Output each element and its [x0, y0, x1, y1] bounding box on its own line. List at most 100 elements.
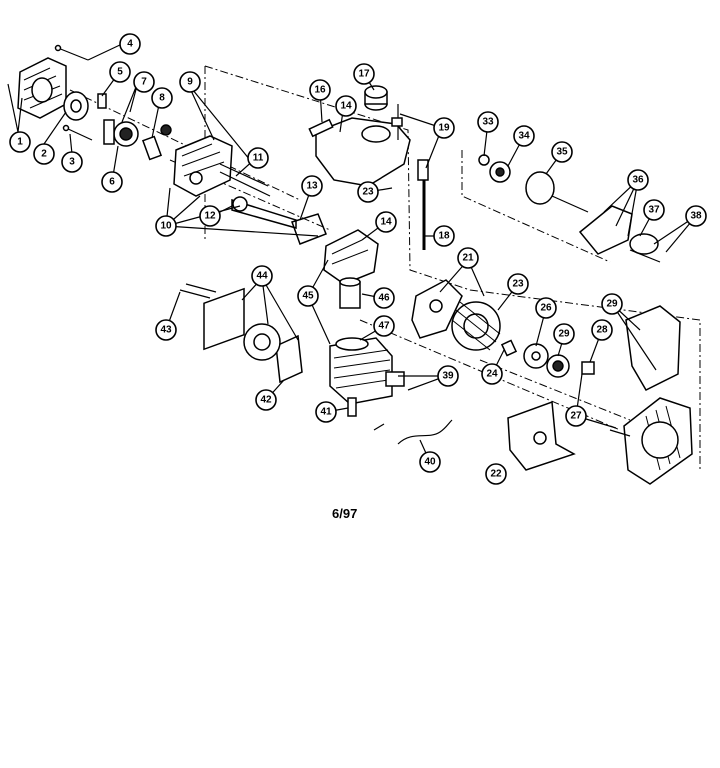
svg-text:36: 36: [632, 175, 644, 186]
page-code: 6/97: [332, 506, 358, 521]
part-clip: [308, 118, 334, 138]
callout-42: 42: [255, 389, 277, 411]
part-crankcase-cover: [17, 57, 67, 119]
part-recoil-cover: [625, 305, 681, 391]
svg-text:27: 27: [570, 411, 582, 422]
svg-text:16: 16: [314, 85, 326, 96]
svg-text:47: 47: [378, 321, 390, 332]
callout-16: 16: [309, 79, 331, 101]
svg-text:29: 29: [606, 299, 618, 310]
callout-35: 35: [551, 141, 573, 163]
svg-text:28: 28: [596, 325, 608, 336]
svg-text:43: 43: [160, 325, 172, 336]
callout-28: 28: [591, 319, 613, 341]
callout-44: 44: [251, 265, 273, 287]
svg-text:3: 3: [69, 157, 75, 168]
callout-9: 9: [179, 71, 201, 93]
callout-27: 27: [565, 405, 587, 427]
callout-38: 38: [685, 205, 707, 227]
svg-text:22: 22: [490, 469, 502, 480]
part-fuel-tank: [315, 117, 411, 187]
part-bearing: [63, 91, 89, 121]
callout-24: 24: [481, 363, 503, 385]
callout-7: 7: [133, 71, 155, 93]
callout-47: 47: [373, 315, 395, 337]
part-piston: [339, 277, 361, 309]
part-shroud: [507, 400, 576, 471]
svg-text:44: 44: [256, 271, 268, 282]
callout-23-lower: 23: [507, 273, 529, 295]
svg-text:9: 9: [187, 77, 193, 88]
svg-text:11: 11: [253, 153, 264, 164]
callout-11: 11: [247, 147, 269, 169]
svg-text:46: 46: [378, 293, 390, 304]
part-fuel-line: [391, 104, 429, 250]
callout-22: 22: [485, 463, 507, 485]
callout-18: 18: [433, 225, 455, 247]
svg-text:23: 23: [512, 279, 524, 290]
callout-17: 17: [353, 63, 375, 85]
part-flywheel: [451, 301, 501, 351]
svg-text:45: 45: [302, 291, 314, 302]
callout-13: 13: [301, 175, 323, 197]
part-gear: [103, 119, 139, 147]
callout-19: 19: [433, 117, 455, 139]
part-pulley: [523, 343, 549, 369]
callout-36: 36: [627, 169, 649, 191]
part-air-filter: [179, 283, 281, 361]
part-bracket: [275, 334, 303, 384]
svg-text:17: 17: [358, 69, 370, 80]
part-intake-manifold: [323, 229, 379, 285]
part-gasket-small: [141, 135, 163, 161]
svg-text:41: 41: [320, 407, 332, 418]
part-cylinder: [329, 337, 393, 405]
svg-text:10: 10: [160, 221, 172, 232]
svg-text:12: 12: [204, 211, 216, 222]
svg-text:14: 14: [340, 101, 352, 112]
svg-text:1: 1: [17, 137, 23, 148]
callout-39: 39: [437, 365, 459, 387]
svg-text:8: 8: [159, 93, 165, 104]
callout-40: 40: [419, 451, 441, 473]
callout-2: 2: [33, 143, 55, 165]
svg-text:6: 6: [109, 177, 115, 188]
part-spring: [581, 361, 595, 375]
svg-text:2: 2: [41, 149, 47, 160]
part-ignition-coil: [411, 279, 463, 339]
callout-1: 1: [9, 131, 31, 153]
callout-46: 46: [373, 287, 395, 309]
svg-text:35: 35: [556, 147, 568, 158]
callout-12: 12: [199, 205, 221, 227]
callout-14-lower: 14: [375, 211, 397, 233]
callout-5: 5: [109, 61, 131, 83]
callout-37: 37: [643, 199, 665, 221]
svg-text:7: 7: [141, 77, 147, 88]
svg-text:18: 18: [438, 231, 450, 242]
part-gasket-ring: [291, 213, 327, 245]
part-carburetor: [160, 124, 271, 197]
svg-text:29: 29: [558, 329, 570, 340]
svg-text:34: 34: [518, 131, 530, 142]
svg-text:13: 13: [306, 181, 318, 192]
svg-text:4: 4: [127, 39, 133, 50]
callout-33: 33: [477, 111, 499, 133]
svg-text:23: 23: [362, 187, 374, 198]
callout-26: 26: [535, 297, 557, 319]
svg-text:40: 40: [424, 457, 436, 468]
svg-text:33: 33: [482, 117, 494, 128]
callout-10: 10: [155, 215, 177, 237]
callout-14-upper: 14: [335, 95, 357, 117]
callout-3: 3: [61, 151, 83, 173]
callout-4: 4: [119, 33, 141, 55]
callout-23-upper: 23: [357, 181, 379, 203]
part-screws-left: [54, 44, 107, 141]
callout-8: 8: [151, 87, 173, 109]
part-fuel-cap: [364, 85, 388, 111]
svg-text:14: 14: [380, 217, 392, 228]
part-starter-housing: [609, 397, 693, 485]
svg-text:42: 42: [260, 395, 272, 406]
callout-21: 21: [457, 247, 479, 269]
svg-text:38: 38: [690, 211, 702, 222]
svg-text:24: 24: [486, 369, 498, 380]
